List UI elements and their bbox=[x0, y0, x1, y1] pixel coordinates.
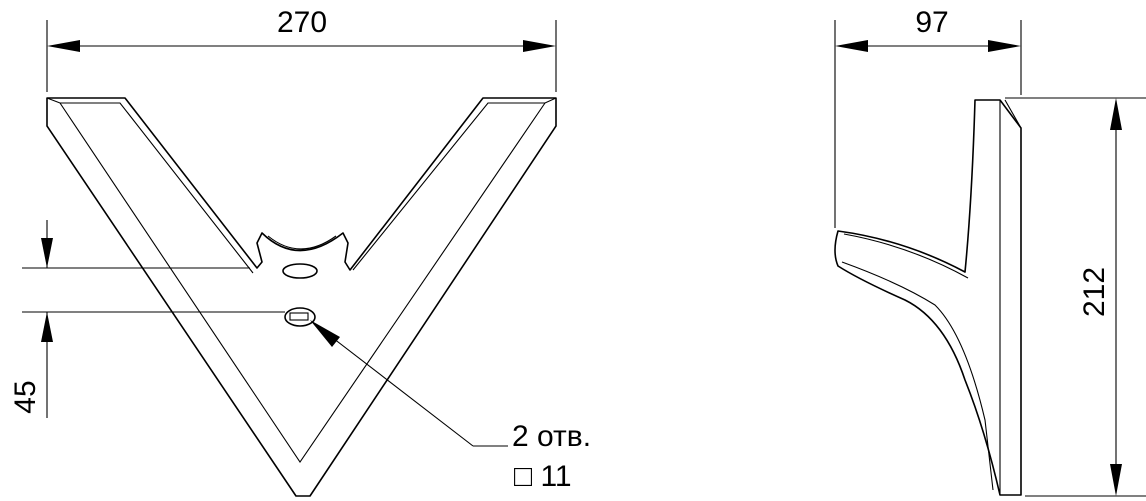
lower-hole bbox=[284, 307, 316, 327]
hole-callout: 2 отв. □ 11 bbox=[310, 320, 591, 493]
dimension-hole-offset-45: 45 bbox=[9, 220, 285, 418]
side-view-blade bbox=[834, 99, 1022, 496]
blade-bevel-left-edge bbox=[46, 97, 254, 274]
side-view-inner-curve bbox=[843, 233, 969, 279]
side-view-lower-curve bbox=[841, 261, 994, 491]
dimension-height-label: 212 bbox=[1078, 267, 1111, 317]
notch-inner-arc bbox=[267, 235, 337, 250]
front-view-blade bbox=[46, 97, 557, 497]
dimension-width-label: 270 bbox=[277, 6, 327, 39]
blade-outer-contour bbox=[46, 97, 557, 497]
blade-bevel-right-edge bbox=[352, 97, 557, 271]
blade-bevel-line bbox=[59, 102, 546, 463]
dimension-depth-label: 97 bbox=[915, 6, 948, 39]
side-view-outer-contour bbox=[834, 99, 1022, 496]
callout-hole-size: □ 11 bbox=[514, 460, 572, 493]
dimension-width-270: 270 bbox=[46, 6, 557, 92]
dimension-hole-offset-label: 45 bbox=[9, 380, 42, 413]
dimension-depth-97: 97 bbox=[834, 6, 1022, 228]
side-view-bevel bbox=[1004, 99, 1022, 129]
upper-hole bbox=[282, 263, 318, 279]
callout-holes-count: 2 отв. bbox=[512, 420, 591, 453]
dimension-height-212: 212 bbox=[1005, 97, 1146, 497]
lower-hole-square bbox=[289, 312, 309, 321]
